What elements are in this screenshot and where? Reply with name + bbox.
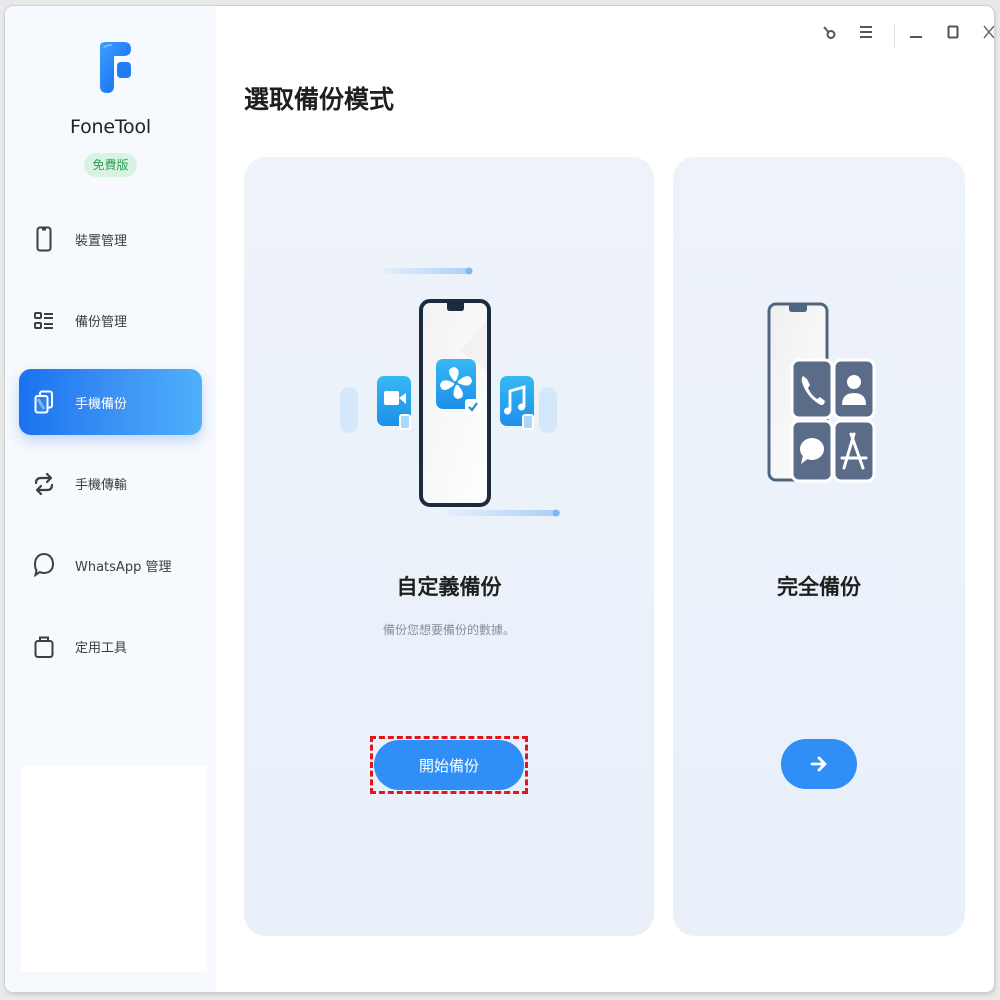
start-backup-button[interactable]: 開始備份	[374, 740, 524, 790]
full-backup-illustration	[767, 302, 876, 483]
custom-backup-title: 自定義備份	[396, 575, 502, 599]
sidebar-empty-area	[21, 766, 207, 972]
close-icon[interactable]	[979, 22, 994, 42]
app-window: FoneTool 免費版 裝置管理 備份管理 手機備份	[5, 6, 994, 992]
sidebar-item-label: 定用工具	[75, 641, 128, 656]
minimize-icon[interactable]	[906, 22, 926, 42]
sidebar-item-label: 手機傳輸	[75, 478, 128, 493]
chat-icon	[33, 552, 55, 578]
title-bar	[794, 6, 994, 56]
sidebar-item-phone-transfer[interactable]: 手機傳輸	[19, 451, 202, 517]
full-backup-title: 完全備份	[777, 575, 861, 599]
copy-icon	[33, 389, 55, 415]
fonetool-logo-icon	[100, 42, 131, 93]
sidebar-nav: 裝置管理 備份管理 手機備份 手機傳輸	[19, 206, 202, 695]
sidebar-item-label: 手機備份	[75, 396, 128, 412]
list-icon	[33, 308, 55, 334]
sidebar-item-tools[interactable]: 定用工具	[19, 614, 202, 680]
custom-backup-illustration	[340, 267, 560, 517]
titlebar-divider	[894, 24, 895, 48]
sidebar-item-backup-management[interactable]: 備份管理	[19, 288, 202, 354]
sidebar-item-whatsapp-management[interactable]: WhatsApp 管理	[19, 532, 202, 598]
custom-backup-description: 備份您想要備份的數據。	[382, 623, 515, 637]
arrow-right-icon	[810, 756, 827, 772]
edition-badge: 免費版	[84, 153, 137, 177]
app-name: FoneTool	[70, 116, 151, 138]
menu-icon[interactable]	[856, 22, 876, 42]
phone-icon	[33, 226, 55, 252]
key-icon[interactable]	[819, 22, 839, 42]
sidebar-item-label: 備份管理	[75, 315, 128, 330]
full-backup-next-button[interactable]	[781, 739, 857, 789]
toolbox-icon	[33, 634, 55, 660]
transfer-icon	[33, 471, 55, 497]
page-title: 選取備份模式	[244, 85, 395, 114]
sidebar: FoneTool 免費版 裝置管理 備份管理 手機備份	[5, 6, 216, 992]
sidebar-item-label: WhatsApp 管理	[75, 559, 172, 575]
sidebar-item-label: 裝置管理	[75, 233, 128, 249]
full-backup-card[interactable]: 完全備份	[673, 157, 965, 936]
sidebar-item-phone-backup[interactable]: 手機備份	[19, 369, 202, 435]
custom-backup-card[interactable]: 自定義備份 備份您想要備份的數據。 開始備份	[244, 157, 654, 936]
maximize-icon[interactable]	[943, 22, 963, 42]
sidebar-item-device-management[interactable]: 裝置管理	[19, 206, 202, 272]
